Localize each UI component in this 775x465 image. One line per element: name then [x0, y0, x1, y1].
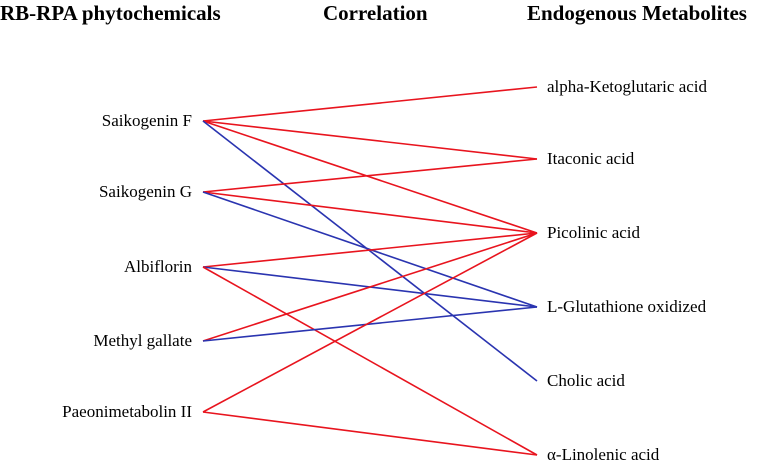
link-methyl-gallate-to-l-glutathione-oxidized [202, 306, 538, 342]
metabolite-label: α-Linolenic acid [547, 445, 660, 464]
header-metabolites: Endogenous Metabolites [527, 1, 747, 25]
phytochemical-label: Paeonimetabolin II [62, 402, 192, 421]
link-saikogenin-f-to-itaconic-acid [202, 120, 538, 160]
phytochemical-label: Saikogenin G [98, 182, 192, 201]
metabolite-label: Cholic acid [547, 371, 625, 390]
link-saikogenin-g-to-itaconic-acid [202, 158, 538, 193]
phytochemical-label: Albiflorin [124, 257, 192, 276]
link-albiflorin-to-picolinic-acid [202, 232, 538, 268]
link-saikogenin-f-to-picolinic-acid [202, 120, 538, 234]
link-methyl-gallate-to-picolinic-acid [202, 232, 538, 342]
metabolite-label: alpha-Ketoglutaric acid [547, 77, 708, 96]
metabolite-label: Picolinic acid [547, 223, 641, 242]
header-correlation: Correlation [323, 1, 428, 25]
link-saikogenin-f-to-cholic-acid [202, 120, 538, 382]
link-saikogenin-f-to-alpha-ketoglutaric-acid [202, 86, 538, 122]
link-saikogenin-g-to-picolinic-acid [202, 191, 538, 234]
phytochemical-label: Saikogenin F [101, 111, 192, 130]
link-paeonimetabolin-ii-to-linolenic-acid [202, 411, 538, 456]
metabolite-label: Itaconic acid [547, 149, 635, 168]
metabolite-label: L-Glutathione oxidized [547, 297, 707, 316]
phytochemical-label: Methyl gallate [93, 331, 192, 350]
link-albiflorin-to-linolenic-acid [202, 266, 538, 456]
link-paeonimetabolin-ii-to-picolinic-acid [202, 232, 538, 413]
header-phytochemicals: RB-RPA phytochemicals [0, 1, 221, 25]
